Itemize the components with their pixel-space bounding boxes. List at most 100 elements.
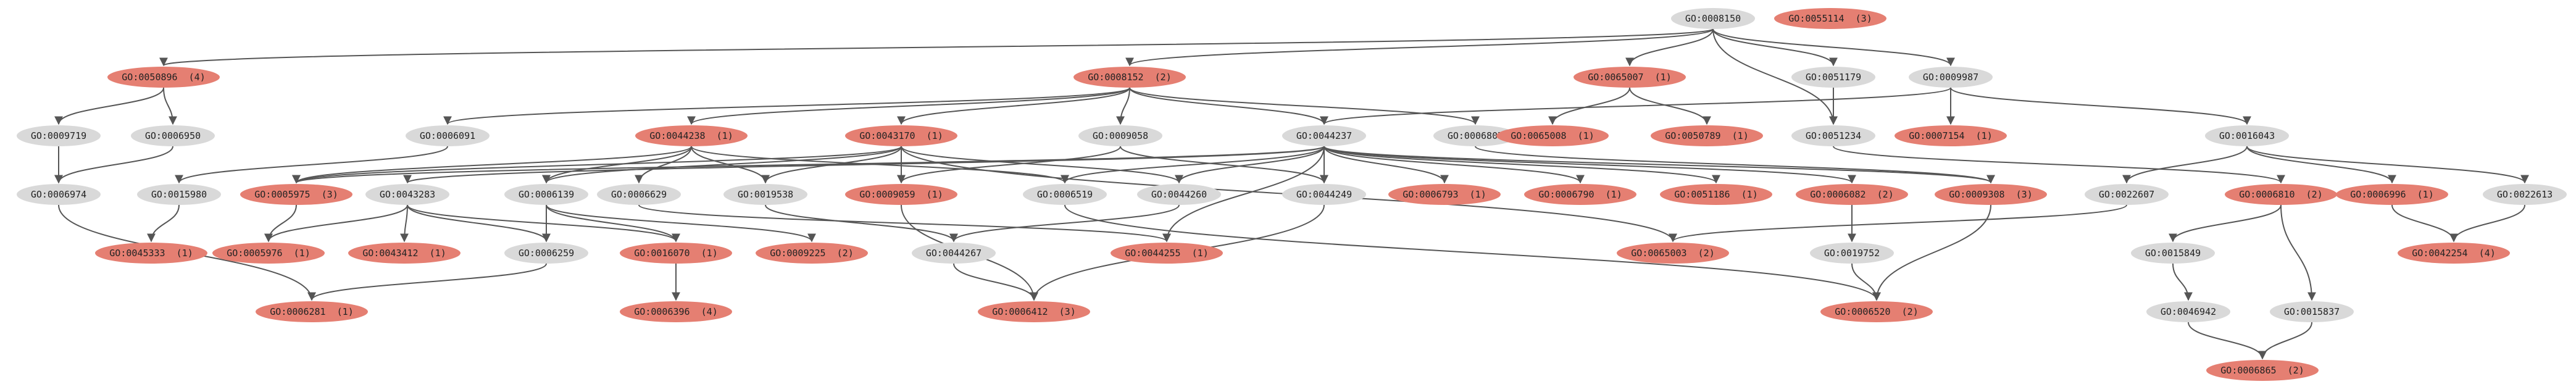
node-label-0006810: GO:0006810 (2) [2239,189,2322,200]
edge-0008150-to-0051234 [1712,28,1838,125]
node-shape-0055114 [1774,8,1886,29]
node-0006091: GO:0006091 [406,125,490,146]
node-0046942: GO:0046942 [2146,301,2230,322]
node-label-0019538: GO:0019538 [738,189,793,200]
node-0006281: GO:0006281 (1) [256,301,368,322]
node-label-0043170: GO:0043170 (1) [859,130,943,141]
node-0006807: GO:0006807 [1433,125,1517,146]
node-shape-0006974 [17,184,101,205]
edge-0015849-to-0046942 [2172,263,2193,301]
node-0006259: GO:0006259 [504,243,588,264]
node-shape-0015980 [137,184,221,205]
node-shape-0006950 [131,125,215,146]
edge-0044237-to-0043283 [403,146,1325,184]
node-shape-0022607 [2085,184,2169,205]
node-shape-0006807 [1433,125,1517,146]
node-label-0044260: GO:0044260 [1151,189,1207,200]
node-0009719: GO:0009719 [17,125,101,146]
node-0065003: GO:0065003 (2) [1617,243,1729,264]
node-label-0006520: GO:0006520 (2) [1835,306,1918,317]
node-0050896: GO:0050896 (4) [107,67,220,88]
node-label-0051234: GO:0051234 [1806,130,1861,141]
node-shape-0006629 [597,184,681,205]
node-label-0019752: GO:0019752 [1824,248,1880,259]
node-shape-0044237 [1282,125,1366,146]
edge-0043283-to-0006259 [407,204,551,243]
edge-0044237-to-0006082 [1323,146,1856,184]
edge-0008150-to-0050896 [160,28,1714,67]
node-label-0043412: GO:0043412 (1) [362,248,446,259]
node-shape-0006259 [504,243,588,264]
node-0022613: GO:0022613 [2483,184,2567,205]
edge-0065007-to-0065008 [1548,87,1630,125]
edge-0008150-to-0065007 [1625,28,1714,67]
node-0051186: GO:0051186 (1) [1660,184,1772,205]
edge-0043170-to-0006139 [542,146,902,184]
node-label-0065008: GO:0065008 (1) [1511,130,1594,141]
node-0007154: GO:0007154 (1) [1894,125,2007,146]
node-label-0006629: GO:0006629 [611,189,667,200]
edge-0044238-to-0005975 [292,146,692,184]
edge-0008150-to-0051179 [1712,28,1838,67]
node-label-0008150: GO:0008150 [1685,13,1741,24]
node-0006396: GO:0006396 (4) [620,301,732,322]
edge-0043170-to-0005975 [292,146,902,184]
node-shape-0044249 [1282,184,1366,205]
node-label-0045333: GO:0045333 (1) [109,248,193,259]
node-shape-0006996 [2336,184,2448,205]
node-shape-0005976 [212,243,325,264]
node-label-0044255: GO:0044255 (1) [1125,248,1208,259]
edge-0019538-to-0044267 [765,204,958,243]
node-0006519: GO:0006519 [1023,184,1107,205]
node-0044249: GO:0044249 [1282,184,1366,205]
node-label-0006793: GO:0006793 (1) [1403,189,1486,200]
node-label-0050896: GO:0050896 (4) [122,72,205,83]
node-label-0015980: GO:0015980 [151,189,207,200]
node-label-0006807: GO:0006807 [1448,130,1503,141]
edge-0044237-to-0044260 [1175,146,1325,184]
node-label-0006865: GO:0006865 (2) [2220,365,2304,376]
node-0044267: GO:0044267 [912,243,996,264]
node-shape-0044255 [1111,243,1223,264]
node-label-0022607: GO:0022607 [2099,189,2154,200]
node-0006865: GO:0006865 (2) [2206,360,2319,381]
node-0009987: GO:0009987 [1909,67,1993,88]
node-label-0006950: GO:0006950 [145,130,201,141]
node-shape-0044267 [912,243,996,264]
node-0044260: GO:0044260 [1137,184,1221,205]
node-shape-0022613 [2483,184,2567,205]
node-0016043: GO:0016043 [2205,125,2289,146]
node-shape-0051234 [1791,125,1875,146]
node-label-0044249: GO:0044249 [1296,189,1352,200]
edge-0006519-to-0006520 [1064,204,1881,301]
edge-0008152-to-0044238 [687,87,1130,125]
edge-0043170-to-0044260 [901,146,1183,184]
node-shape-0006091 [406,125,490,146]
node-shape-0009059 [845,184,957,205]
node-0006996: GO:0006996 (1) [2336,184,2448,205]
node-shape-0008150 [1671,8,1755,29]
node-shape-0043283 [365,184,449,205]
edge-0008152-to-0006807 [1129,87,1480,125]
node-0006790: GO:0006790 (1) [1524,184,1636,205]
node-0022607: GO:0022607 [2085,184,2169,205]
edge-0044237-to-0006519 [1061,146,1325,184]
edge-0044238-to-0006629 [635,146,692,184]
edge-0044237-to-0006793 [1323,146,1449,184]
node-shape-0006412 [978,301,1090,322]
edge-0051234-to-0006810 [1833,146,2285,184]
edge-0019752-to-0006520 [1851,263,1881,301]
node-shape-0044238 [635,125,748,146]
node-label-0006996: GO:0006996 (1) [2350,189,2433,200]
node-shape-0006139 [504,184,588,205]
edge-0009987-to-0044237 [1320,87,1951,125]
node-shape-0019752 [1810,243,1894,264]
edge-0006139-to-0016070 [546,204,680,243]
node-0006139: GO:0006139 [504,184,588,205]
node-0043283: GO:0043283 [365,184,449,205]
node-0051179: GO:0051179 [1791,67,1875,88]
node-0044238: GO:0044238 (1) [635,125,748,146]
edge-0006629-to-0044255 [638,204,1171,243]
node-0051234: GO:0051234 [1791,125,1875,146]
node-shape-0009719 [17,125,101,146]
